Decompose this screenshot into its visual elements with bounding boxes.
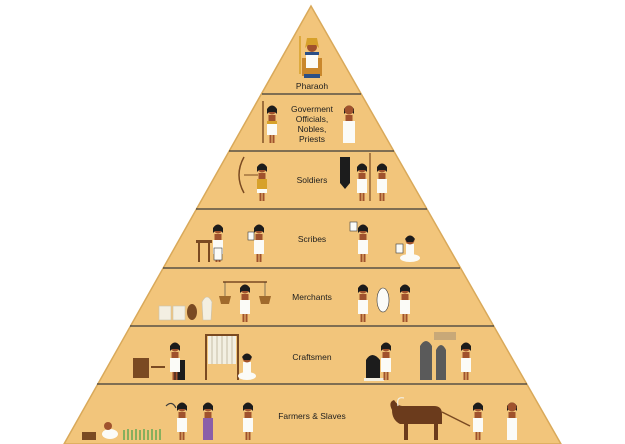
merchant-with-scales-icon — [219, 281, 271, 322]
loom-weaver-icon — [205, 334, 256, 380]
merchants-trading-icon — [358, 284, 410, 322]
grain-field-icon — [123, 429, 161, 440]
stone-carving-icon — [364, 342, 391, 381]
tier-label-farmers: Farmers & Slaves — [278, 411, 346, 421]
pharaoh-on-throne-icon — [299, 36, 322, 78]
tier-label-soldiers: Soldiers — [296, 175, 328, 185]
scribe-with-scroll-icon — [247, 224, 264, 262]
seated-scribe-icon — [395, 235, 420, 262]
oxen-plough-icon — [390, 397, 483, 440]
potter-icon — [133, 342, 185, 380]
scribe-at-desk-icon — [196, 224, 223, 262]
tier-label-officials: Goverment Officials, Nobles, Priests — [290, 104, 334, 144]
harvester-icon — [82, 422, 161, 440]
scribe-reading-icon — [349, 221, 368, 262]
archer-icon — [238, 156, 267, 201]
worker-icon — [507, 402, 517, 440]
priest-icon — [343, 105, 355, 143]
soldiers-with-shields-icon — [340, 153, 387, 201]
sculptor-icon — [420, 332, 471, 380]
tier-label-pharaoh: Pharaoh — [295, 81, 329, 91]
official-with-staff-icon — [262, 101, 277, 143]
tier-label-merchants: Merchants — [292, 292, 332, 302]
tier-label-scribes: Scribes — [297, 234, 327, 244]
tier-label-craftsmen: Craftsmen — [292, 352, 332, 362]
tier-dividers — [97, 93, 527, 385]
farmers-icon — [165, 402, 253, 440]
goods-jars-icon — [158, 296, 213, 321]
